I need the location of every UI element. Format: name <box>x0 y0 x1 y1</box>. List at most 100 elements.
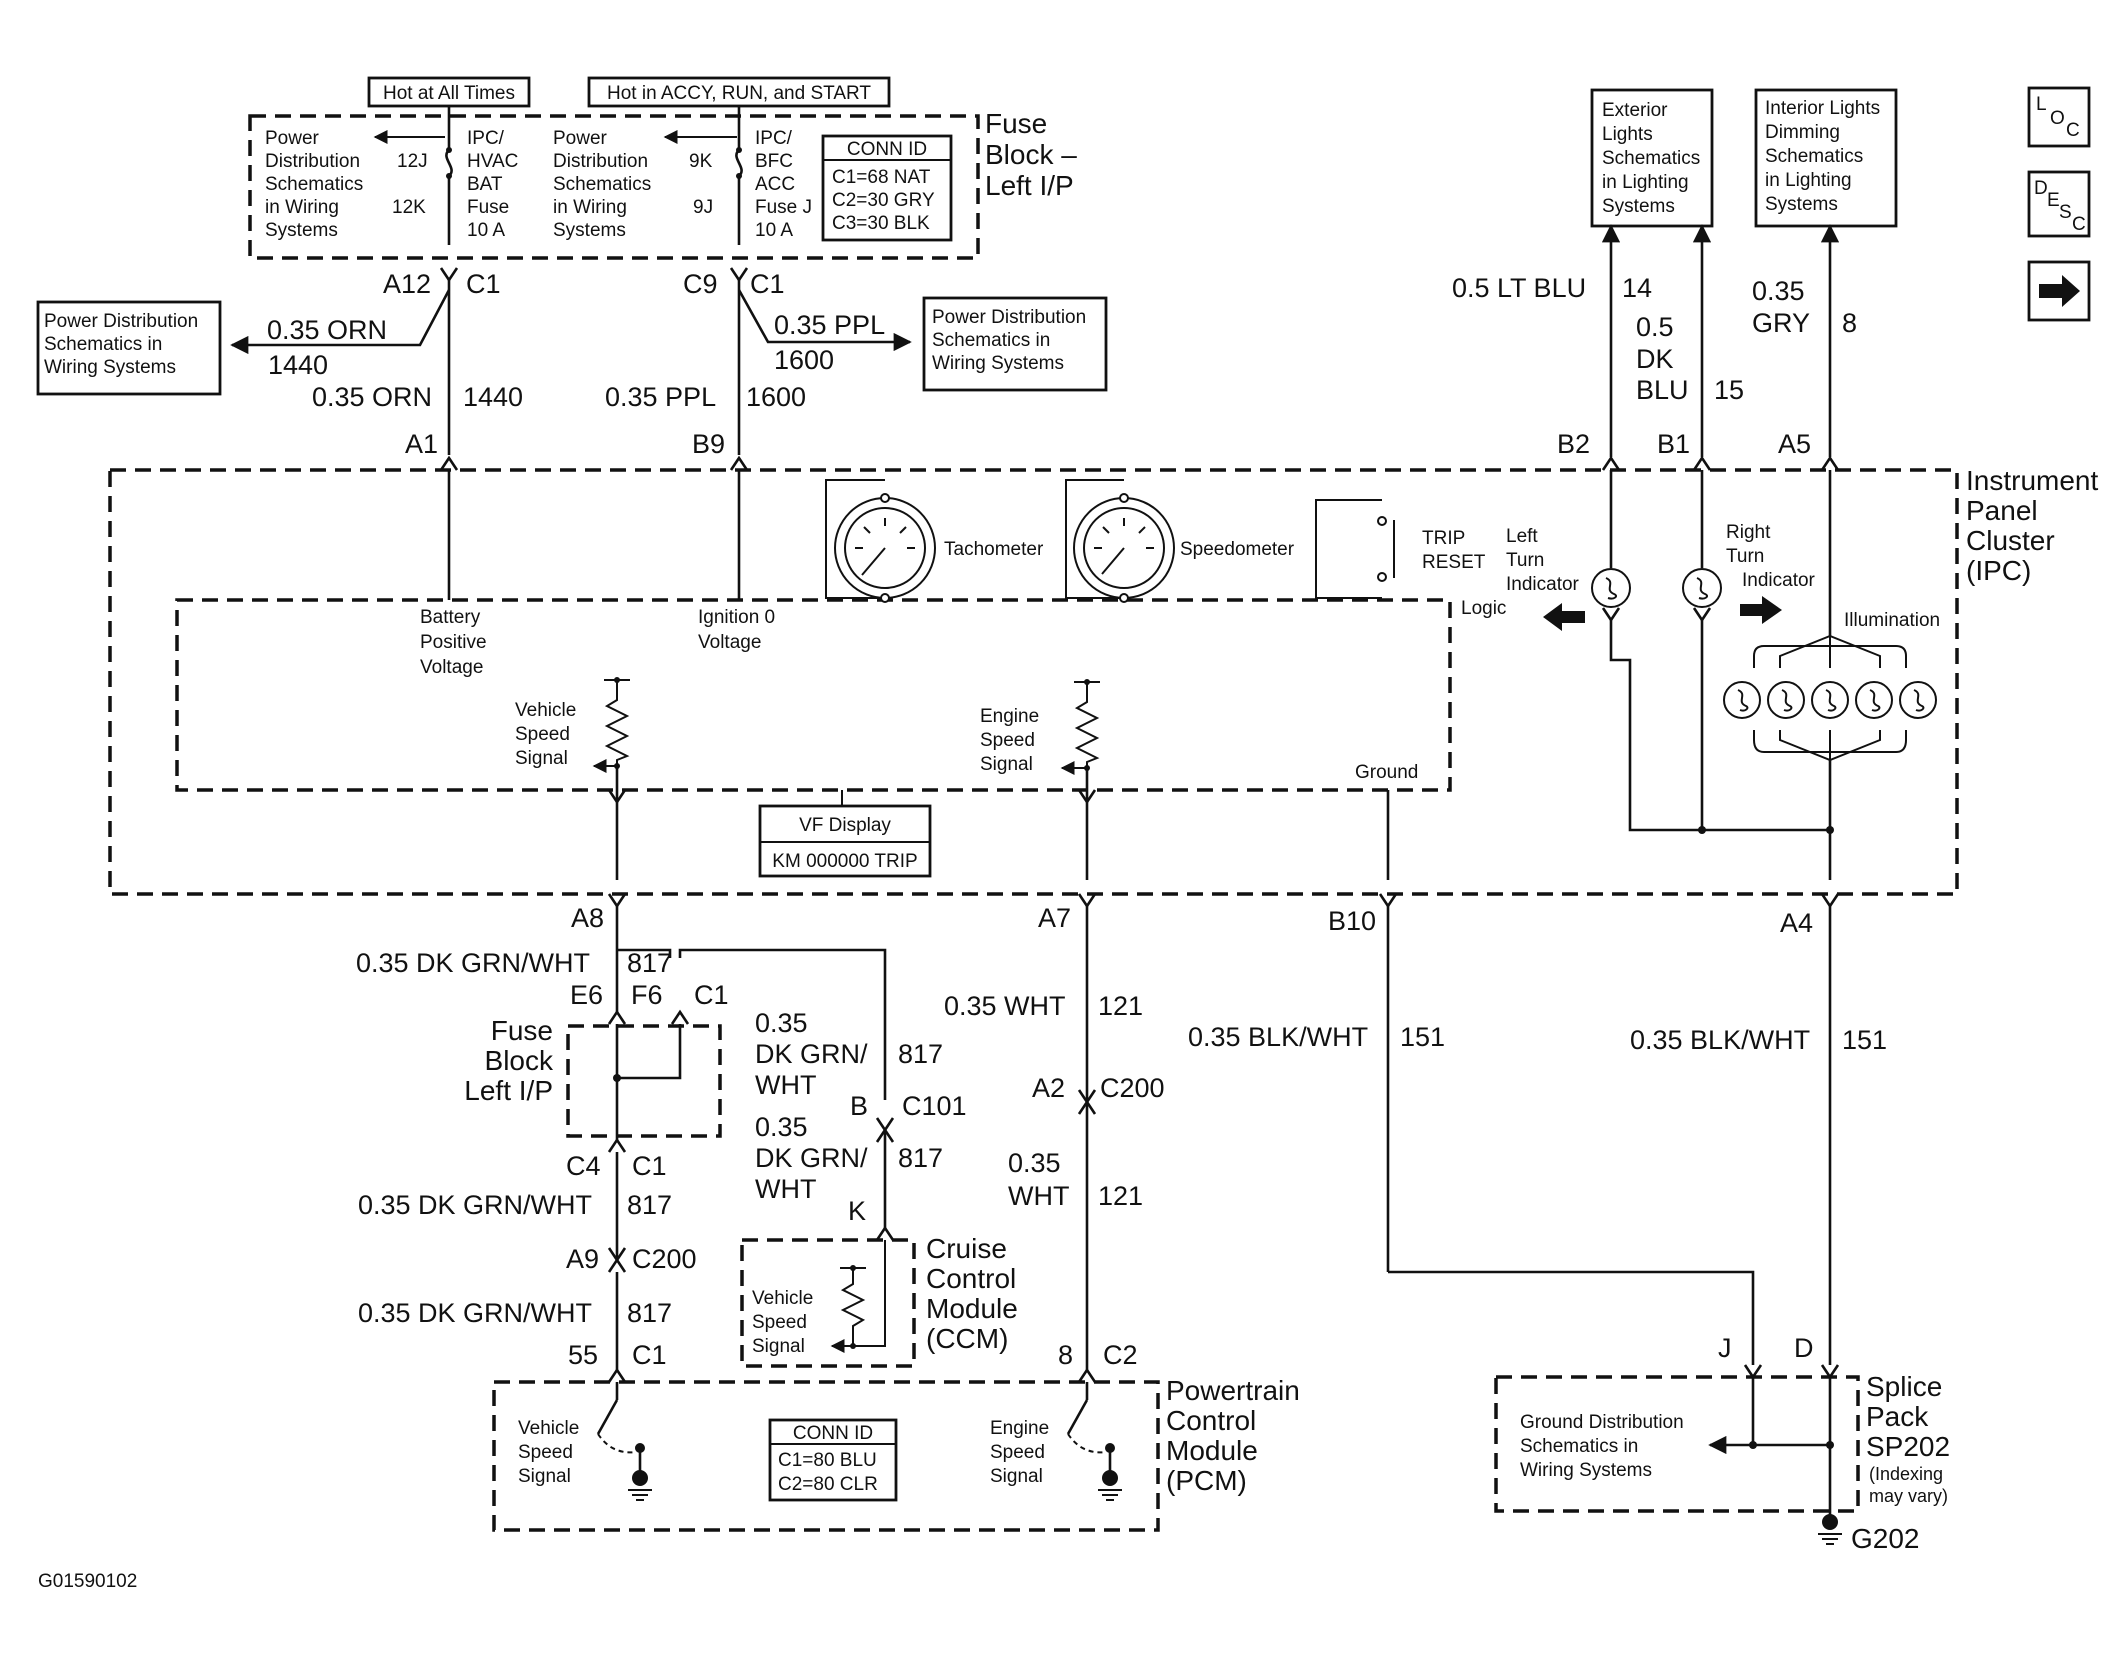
conn-b: B <box>850 1091 868 1121</box>
left-turn-3: Indicator <box>1506 574 1580 595</box>
engine-speed-resistor <box>1060 679 1100 775</box>
conn-8: 8 <box>1058 1340 1073 1370</box>
figure-id: G01590102 <box>38 1571 137 1592</box>
loc-button[interactable]: L O C <box>2027 86 2091 148</box>
illumination-bulb-3 <box>1811 681 1849 719</box>
pcm-ess-1: Engine <box>990 1418 1049 1439</box>
pcm-ess-switch <box>1066 1382 1122 1501</box>
wire-dk-blu-3: BLU <box>1636 375 1689 405</box>
ipc-title-3: Cluster <box>1966 525 2055 556</box>
wire-ppl-branch-num: 1600 <box>774 345 834 375</box>
wire-orn-num: 1440 <box>463 382 523 412</box>
conn-k: K <box>848 1196 866 1226</box>
next-button[interactable] <box>2027 260 2091 322</box>
conn-c1-b: C1 <box>750 269 785 299</box>
vss-ipc-2: Speed <box>515 724 570 745</box>
hot-in-accy-label: Hot in ACCY, RUN, and START <box>607 83 871 104</box>
desc-button[interactable]: D E S C <box>2027 170 2091 238</box>
conn-id-c2: C2=30 GRY <box>832 190 935 211</box>
conn-c9: C9 <box>683 269 718 299</box>
ccm-title-2: Control <box>926 1263 1016 1294</box>
pcm-conn-id: CONN ID C1=80 BLU C2=80 CLR <box>768 1418 898 1502</box>
illumination-bulbs <box>1723 634 1937 762</box>
wire-gry-1: 0.35 <box>1752 276 1805 306</box>
ground-dist-2: Schematics in <box>1520 1436 1638 1457</box>
dkgrn-mid1-1: 0.35 <box>755 1008 808 1038</box>
wire-dkgrn-3: 0.35 DK GRN/WHT <box>358 1298 592 1328</box>
illumination-bulb-4 <box>1855 681 1893 719</box>
conn-a7: A7 <box>1038 903 1071 933</box>
wire-ppl: 0.35 PPL <box>605 382 716 412</box>
conn-c1-c: C1 <box>694 980 729 1010</box>
pcm-ess-2: Speed <box>990 1442 1045 1463</box>
ccm-title-4: (CCM) <box>926 1323 1008 1354</box>
wire-blkwht-1: 0.35 BLK/WHT <box>1188 1022 1368 1052</box>
pcm-title-2: Control <box>1166 1405 1256 1436</box>
wire-orn-branch-num: 1440 <box>268 350 328 380</box>
fuse-hvac-4: Fuse <box>467 197 509 218</box>
ccm-vss-1: Vehicle <box>752 1288 813 1309</box>
left-arrow-icon <box>1543 603 1585 631</box>
ipc-title-2: Panel <box>1966 495 2038 526</box>
ess-ipc-1: Engine <box>980 706 1039 727</box>
conn-j: J <box>1718 1333 1732 1363</box>
lower-wires: A8 A7 B10 A4 0.35 DK GRN/WHT 817 E6 F6 C… <box>356 893 1887 1383</box>
battery-2: Positive <box>420 632 487 653</box>
vehicle-speed-resistor <box>592 677 630 773</box>
fuse-block-title-1: Fuse <box>985 108 1047 139</box>
conn-id-c1: C1=68 NAT <box>832 167 931 188</box>
ess-ipc-2: Speed <box>980 730 1035 751</box>
hot-at-all-times-box <box>367 76 531 108</box>
right-turn-1: Right <box>1726 522 1771 543</box>
illumination-bulb-1 <box>1723 681 1761 719</box>
pcm-vss-switch <box>596 1382 652 1501</box>
ess-ipc-3: Signal <box>980 754 1033 775</box>
conn-a5: A5 <box>1778 429 1811 459</box>
left-turn-2: Turn <box>1506 550 1544 571</box>
fuse-block-top: Hot at All Times Hot in ACCY, RUN, and S… <box>248 76 1077 260</box>
conn-c101: C101 <box>902 1091 967 1121</box>
conn-c1-a: C1 <box>466 269 501 299</box>
illumination-bulb-5 <box>1899 681 1937 719</box>
wire-ppl-num: 1600 <box>746 382 806 412</box>
splice-pack-sp202: Splice Pack SP202 (Indexing may vary) Gr… <box>1494 1371 1950 1554</box>
fuse-j-3: ACC <box>755 174 795 195</box>
pcm-ess-3: Signal <box>990 1466 1043 1487</box>
pcm-conn-id-header: CONN ID <box>793 1423 873 1444</box>
splice-note-1: (Indexing <box>1869 1464 1943 1484</box>
dkgrn-mid1-3: WHT <box>755 1070 816 1100</box>
illumination-label: Illumination <box>1844 610 1940 631</box>
wire-dk-blu-num: 15 <box>1714 375 1744 405</box>
conn-b10: B10 <box>1328 906 1376 936</box>
hot-at-all-times-label: Hot at All Times <box>383 83 515 104</box>
conn-e6: E6 <box>570 980 603 1010</box>
fuse-hvac-5: 10 A <box>467 220 505 241</box>
speedometer-gauge: Speedometer <box>1065 479 1295 603</box>
ground-dist-3: Wiring Systems <box>1520 1460 1652 1481</box>
power-dist-right-box <box>922 296 1108 392</box>
wire-121-b: 121 <box>1098 1181 1143 1211</box>
ground-dist-1: Ground Distribution <box>1520 1412 1684 1433</box>
ipc-title-1: Instrument <box>1966 465 2098 496</box>
conn-c2: C2 <box>1103 1340 1138 1370</box>
wire-817-e: 817 <box>627 1298 672 1328</box>
wht2-2: WHT <box>1008 1181 1069 1211</box>
wire-lt-blu-num: 14 <box>1622 273 1652 303</box>
tachometer-label: Tachometer <box>944 539 1044 560</box>
conn-a8: A8 <box>571 903 604 933</box>
right-arrow-icon <box>2039 275 2080 307</box>
conn-a1: A1 <box>405 429 438 459</box>
power-dist-right-3: Wiring Systems <box>932 353 1064 374</box>
pcm-vss-2: Speed <box>518 1442 573 1463</box>
desc-d: D <box>2034 178 2048 199</box>
pcm-vss-1: Vehicle <box>518 1418 579 1439</box>
pd-mid-4: in Wiring <box>553 197 627 218</box>
conn-a2: A2 <box>1032 1073 1065 1103</box>
fuse-j-5: 10 A <box>755 220 793 241</box>
speedometer-label: Speedometer <box>1180 539 1295 560</box>
wire-817-b: 817 <box>898 1039 943 1069</box>
wire-orn-branch: 0.35 ORN <box>267 315 387 345</box>
ccm-vss-3: Signal <box>752 1336 805 1357</box>
powertrain-control-module: Powertrain Control Module (PCM) Vehicle … <box>492 1375 1300 1532</box>
wire-dk-blu-1: 0.5 <box>1636 312 1674 342</box>
